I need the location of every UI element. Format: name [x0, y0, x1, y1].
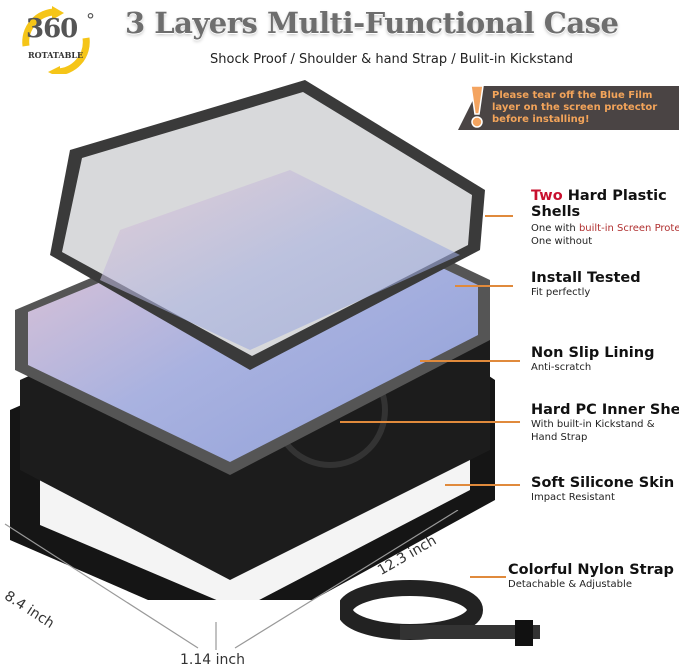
warning-banner — [458, 86, 679, 130]
feature-install-tested: Install Tested Fit perfectly — [531, 270, 641, 298]
badge-number: 360 — [26, 14, 78, 44]
nylon-strap-illustration — [340, 580, 540, 646]
page-subtitle: Shock Proof / Shoulder & hand Strap / Bu… — [210, 52, 574, 67]
warning-text: Please tear off the Blue Film layer on t… — [492, 90, 658, 125]
leader-line — [340, 421, 520, 423]
leader-line — [420, 360, 520, 362]
leader-line — [470, 576, 506, 578]
page-title: 3 Layers Multi-Functional Case — [125, 6, 619, 40]
leader-line — [485, 215, 513, 217]
leader-line — [455, 285, 513, 287]
dimension-depth: 1.14 inch — [180, 652, 245, 668]
feature-highlight: Two — [531, 188, 563, 204]
rotatable-badge — [12, 6, 100, 78]
feature-nylon-strap: Colorful Nylon Strap Detachable & Adjust… — [508, 562, 674, 590]
exclamation-icon — [470, 85, 484, 128]
badge-degree: ° — [86, 10, 95, 31]
feature-silicone-skin: Soft Silicone Skin Impact Resistant — [531, 475, 675, 503]
case-exploded-illustration — [10, 80, 495, 600]
feature-two-shells: Two Hard Plastic Shells One with built-i… — [531, 188, 679, 247]
leader-line — [445, 484, 520, 486]
badge-label: ROTATABLE — [28, 50, 84, 60]
feature-hard-pc-shell: Hard PC Inner Shell With built-in Kickst… — [531, 402, 679, 443]
feature-non-slip-lining: Non Slip Lining Anti-scratch — [531, 345, 655, 373]
dimension-lines — [4, 510, 459, 650]
rotate-arrows-icon — [22, 6, 90, 78]
